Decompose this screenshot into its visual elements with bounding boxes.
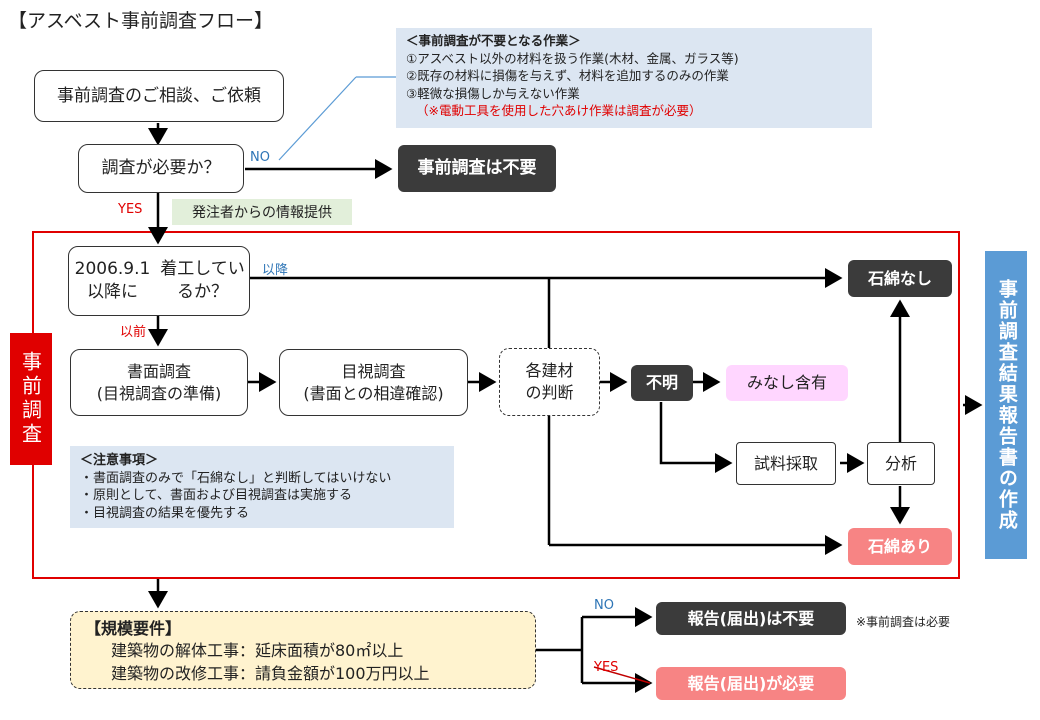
exempt-work-item: ③軽微な損傷しか与えない作業: [406, 85, 580, 101]
visual-survey-title: 目視調査: [341, 361, 406, 381]
material-judgement-node: 各建材 の判断: [499, 348, 600, 416]
no-label: NO: [250, 150, 270, 165]
scale-requirement-box: 【規模要件】 建築物の解体工事：延床面積が80㎡以上 建築物の改修工事：請負金額…: [70, 611, 536, 689]
exempt-work-heading: ＜事前調査が不要となる作業＞: [406, 33, 581, 48]
exempt-work-item: ①アスベスト以外の材料を扱う作業(木材、金属、ガラス等): [406, 50, 739, 66]
scale-heading: 【規模要件】: [85, 619, 182, 638]
footnote-label: ※事前調査は必要: [856, 615, 951, 629]
survey-needed-node: 調査が必要か？: [78, 144, 244, 193]
asbestos-present-node: 石綿あり: [848, 528, 952, 565]
no-label-scale: NO: [594, 598, 614, 613]
caution-item: ・書面調査のみで「石綿なし」と判断してはいけない: [80, 470, 392, 486]
side-label-text: 事前調査: [18, 351, 43, 447]
caution-box: ＜注意事項＞ ・書面調査のみで「石綿なし」と判断してはいけない ・原則として、書…: [70, 446, 454, 528]
sampling-node: 試料採取: [736, 442, 836, 485]
report-creation-node: 事前調査結果報告書の作成: [985, 251, 1027, 559]
visual-survey-node: 目視調査 (書面との相違確認): [279, 349, 468, 416]
scale-item-demolition: 建築物の解体工事：延床面積が80㎡以上: [111, 641, 404, 661]
diagram-title: 【アスベスト事前調査フロー】: [8, 10, 274, 32]
exempt-work-note: ＜事前調査が不要となる作業＞ ①アスベスト以外の材料を扱う作業(木材、金属、ガラ…: [396, 28, 872, 128]
visual-survey-sub: (書面との相違確認): [303, 383, 444, 403]
yes-label: YES: [118, 202, 143, 217]
unknown-node: 不明: [631, 365, 693, 401]
construction-date-line2: 着工しているか？: [160, 259, 245, 302]
after-label: 以降: [262, 263, 289, 278]
scale-item-renovation: 建築物の改修工事：請負金額が100万円以上: [111, 663, 430, 683]
report-required-node: 報告(届出)が必要: [656, 667, 846, 700]
analysis-node: 分析: [867, 442, 935, 485]
no-asbestos-node: 石綿なし: [848, 260, 952, 297]
info-provision-label: 発注者からの情報提供: [172, 199, 352, 225]
caution-item: ・目視調査の結果を優先する: [80, 505, 250, 521]
construction-date-line1: 2006.9.1以降に: [74, 259, 151, 302]
yes-label-scale: YES: [594, 660, 619, 675]
material-judgement-line2: の判断: [525, 383, 574, 402]
report-creation-text: 事前調査結果報告書の作成: [995, 279, 1018, 531]
caution-heading: ＜注意事項＞: [80, 453, 159, 468]
material-judgement-line1: 各建材: [525, 361, 574, 381]
survey-not-needed-node: 事前調査は不要: [398, 145, 556, 192]
before-label: 以前: [120, 325, 147, 340]
caution-item: ・原則として、書面および目視調査は実施する: [80, 488, 352, 504]
document-survey-title: 書面調査: [126, 361, 191, 381]
document-survey-node: 書面調査 (目視調査の準備): [70, 349, 248, 416]
pre-survey-side-label: 事前調査: [10, 333, 52, 465]
report-not-required-node: 報告(届出)は不要: [656, 602, 846, 635]
exempt-work-red-note: （※電動工具を使用した穴あけ作業は調査が必要）: [416, 103, 702, 118]
consult-request-node: 事前調査のご相談、ご依頼: [34, 70, 284, 122]
exempt-work-item: ②既存の材料に損傷を与えず、材料を追加するのみの作業: [406, 68, 729, 83]
construction-date-node: 2006.9.1以降に 着工しているか？: [68, 246, 250, 316]
deemed-containing-node: みなし含有: [726, 365, 848, 401]
document-survey-sub: (目視調査の準備): [96, 383, 222, 403]
